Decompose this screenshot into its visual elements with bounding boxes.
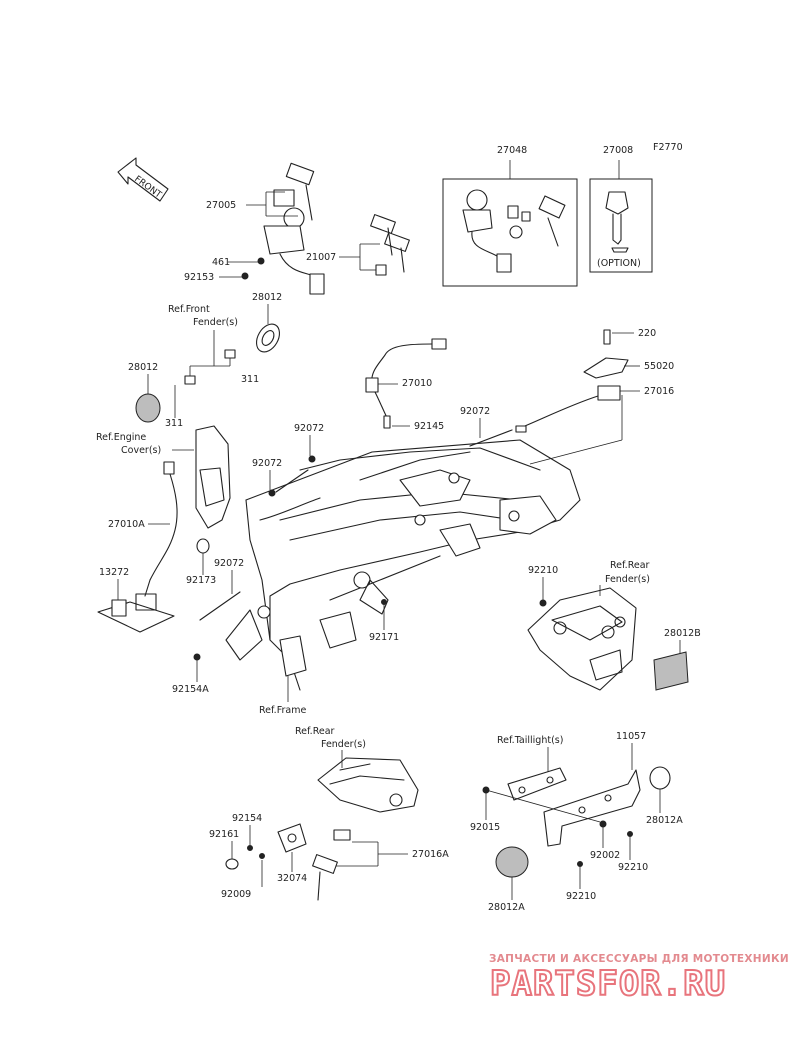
- rear-fender-ref-b: [317, 757, 419, 813]
- label-27048: 27048: [497, 145, 527, 156]
- seat-lock-assembly: [515, 329, 629, 433]
- label-27010: 27010: [402, 378, 432, 389]
- label-311-a: 311: [241, 374, 259, 385]
- pad-28012B: [653, 651, 689, 691]
- bracket-11057: [507, 767, 641, 847]
- label-92171: 92171: [369, 632, 399, 643]
- grommet-92173: [196, 538, 210, 554]
- label-92072-b: 92072: [294, 423, 324, 434]
- label-92153: 92153: [184, 272, 214, 283]
- label-55020: 55020: [644, 361, 674, 372]
- label-92072-d: 92072: [214, 558, 244, 569]
- label-92072-a: 92072: [460, 406, 490, 417]
- label-27008: 27008: [603, 145, 633, 156]
- nut-461: [257, 257, 265, 265]
- watermark: ЗАПЧАСТИ И АКСЕССУАРЫ ДЛЯ МОТОТЕХНИКИ PA…: [489, 953, 789, 1005]
- label-ref-rear-fender-a-2: Fender(s): [605, 574, 650, 585]
- label-92145: 92145: [414, 421, 444, 432]
- harness-27010A: [135, 461, 178, 611]
- grommet-28012-left: [135, 393, 161, 423]
- label-92015: 92015: [470, 822, 500, 833]
- ignition-switch-27005: [263, 162, 325, 295]
- engine-cover-ref: [195, 425, 231, 529]
- key-set-27048: [442, 160, 578, 287]
- collar-311-b: [184, 375, 196, 385]
- label-ref-engine-cover-2: Cover(s): [121, 445, 161, 456]
- label-28012B: 28012B: [664, 628, 701, 639]
- label-ref-taillight: Ref.Taillight(s): [497, 735, 563, 746]
- label-28012-top: 28012: [252, 292, 282, 303]
- label-28012-left: 28012: [128, 362, 158, 373]
- label-92210-c: 92210: [566, 891, 596, 902]
- harness-27010: [365, 338, 447, 429]
- grommet-28012-top: [255, 323, 281, 353]
- grommet-28012A-b: [495, 846, 529, 878]
- cable-tie-92072-d: [199, 591, 241, 621]
- figure-code: F2770: [653, 142, 683, 153]
- label-ref-rear-fender-b-2: Fender(s): [321, 739, 366, 750]
- main-frame-ref: [225, 439, 581, 691]
- grommet-28012A-a: [649, 766, 671, 790]
- label-92173: 92173: [186, 575, 216, 586]
- nut-92002: [599, 820, 607, 828]
- label-92154: 92154: [232, 813, 262, 824]
- label-92072-c: 92072: [252, 458, 282, 469]
- label-21007: 21007: [306, 252, 336, 263]
- label-ref-frame: Ref.Frame: [259, 705, 306, 716]
- front-arrow-icon: FRONT: [117, 157, 169, 202]
- label-92210-b: 92210: [618, 862, 648, 873]
- label-ref-rear-fender-a-1: Ref.Rear: [610, 560, 650, 571]
- helmet-lock-assembly: [225, 823, 351, 901]
- option-key-27008: [589, 160, 653, 273]
- label-27016A: 27016A: [412, 849, 449, 860]
- label-27016: 27016: [644, 386, 674, 397]
- bolt-92153: [241, 272, 249, 280]
- label-92009: 92009: [221, 889, 251, 900]
- label-ref-front-fender-1: Ref.Front: [168, 304, 210, 315]
- label-32074: 32074: [277, 873, 307, 884]
- watermark-brand: PARTSFOR.RU: [490, 964, 726, 1004]
- collar-311-a: [224, 349, 236, 359]
- label-ref-front-fender-2: Fender(s): [193, 317, 238, 328]
- label-311-b: 311: [165, 418, 183, 429]
- label-28012A-b: 28012A: [488, 902, 525, 913]
- label-92210-a: 92210: [528, 565, 558, 576]
- label-92002: 92002: [590, 850, 620, 861]
- label-461: 461: [212, 257, 230, 268]
- label-220: 220: [638, 328, 656, 339]
- label-ref-rear-fender-b-1: Ref.Rear: [295, 726, 335, 737]
- label-13272: 13272: [99, 567, 129, 578]
- label-11057: 11057: [616, 731, 646, 742]
- label-92154A: 92154A: [172, 684, 209, 695]
- bolt-92154A: [193, 653, 201, 661]
- label-27010A: 27010A: [108, 519, 145, 530]
- watermark-tagline: ЗАПЧАСТИ И АКСЕССУАРЫ ДЛЯ МОТОТЕХНИКИ: [489, 953, 789, 965]
- rear-fender-ref-a: [527, 587, 637, 691]
- label-27005: 27005: [206, 200, 236, 211]
- label-92161: 92161: [209, 829, 239, 840]
- label-ref-engine-cover-1: Ref.Engine: [96, 432, 146, 443]
- key-set-21007: [370, 214, 410, 276]
- label-option: (OPTION): [597, 258, 641, 269]
- label-28012A-a: 28012A: [646, 815, 683, 826]
- cable-tie-92072-c: [275, 469, 309, 493]
